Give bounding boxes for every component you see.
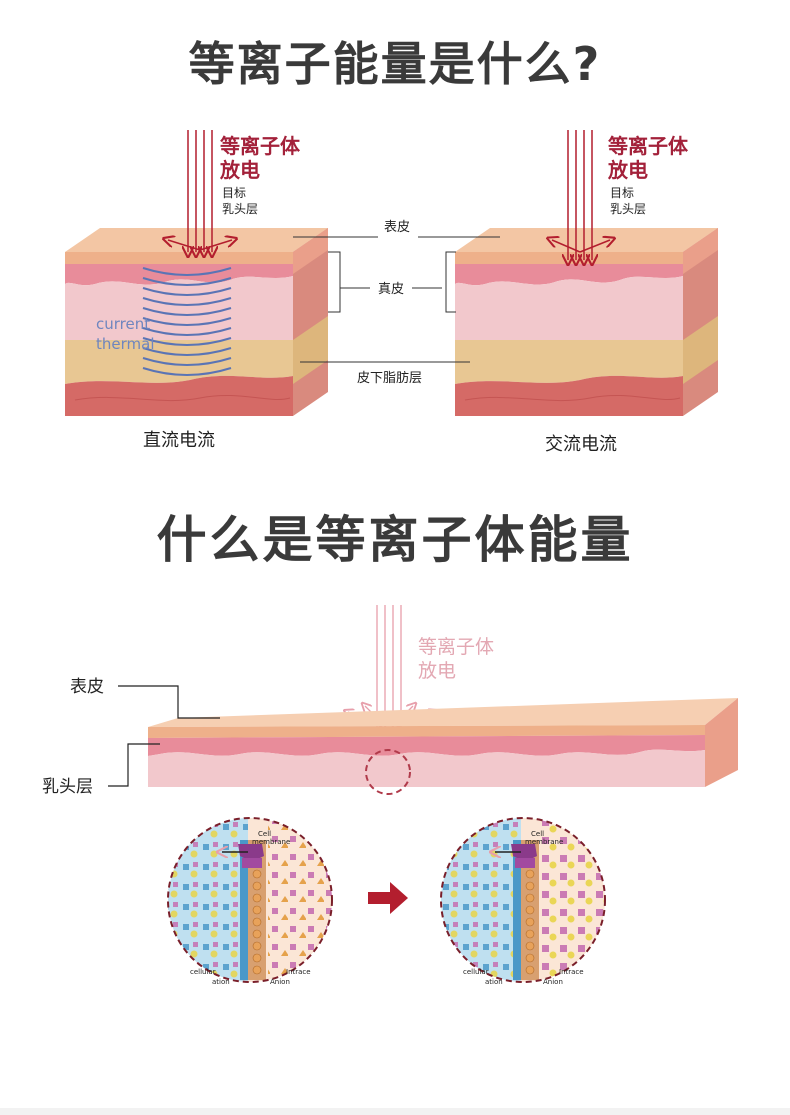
extracellular-label: cellular — [190, 968, 216, 976]
caption-ac: 交流电流 — [545, 434, 617, 455]
top-diagram: current thermal 等离子体 放电 目标 乳头层 等离子体 放电 目… — [65, 130, 718, 455]
anion-label: Anion — [270, 978, 290, 986]
page-title-top: 等离子能量是什么? — [188, 37, 602, 91]
label-epidermis: 表皮 — [384, 220, 410, 235]
target-label-right-2: 乳头层 — [610, 202, 646, 216]
cell-membrane-label-1: Cell — [258, 830, 271, 838]
anion-label-r: Anion — [543, 978, 563, 986]
plasma-label-right-1: 等离子体 — [608, 134, 689, 158]
current-label: current — [96, 315, 150, 333]
footer-divider — [0, 1108, 790, 1115]
transition-arrow — [368, 882, 408, 914]
plasma-label-bottom-2: 放电 — [418, 660, 456, 682]
cation-label-r: ation — [485, 978, 503, 986]
cell-membrane-label-2: membrane — [252, 838, 290, 846]
extracellular-label-r: cellular — [463, 968, 489, 976]
intracellular-label: Intrace — [286, 968, 311, 976]
current-thermal-arcs — [142, 267, 232, 376]
target-label-right-1: 目标 — [610, 186, 634, 200]
thermal-label: thermal — [96, 335, 155, 353]
plasma-label-left-1: 等离子体 — [220, 134, 301, 158]
target-label-left-1: 目标 — [222, 186, 246, 200]
page-title-middle: 什么是等离子体能量 — [156, 511, 634, 569]
label-subcutaneous: 皮下脂肪层 — [357, 370, 422, 386]
skin-block-ac — [455, 228, 718, 416]
plasma-arrows-right — [552, 130, 610, 260]
target-label-left-2: 乳头层 — [222, 202, 258, 216]
caption-dc: 直流电流 — [143, 430, 215, 451]
cell-zoom-after: Cell membrane cellular Intrace ation Ani… — [440, 817, 606, 986]
cell-membrane-label-r2: membrane — [525, 838, 563, 846]
skin-slab — [148, 698, 738, 787]
plasma-label-left-2: 放电 — [219, 158, 260, 182]
label-epidermis-bottom: 表皮 — [70, 677, 104, 697]
slab-leader-lines — [108, 685, 220, 787]
skin-block-dc — [65, 228, 328, 416]
label-dermis: 真皮 — [378, 282, 404, 297]
cation-label: ation — [212, 978, 230, 986]
intracellular-label-r: Intrace — [559, 968, 584, 976]
plasma-arrows-left — [168, 130, 232, 252]
target-ring — [365, 749, 411, 795]
layer-leader-lines — [293, 236, 500, 363]
cell-membrane-label-r1: Cell — [531, 830, 544, 838]
cell-zoom-before: Cell membrane cellular Intrace ation Ani… — [167, 817, 333, 986]
plasma-label-right-2: 放电 — [607, 158, 648, 182]
label-papillary-bottom: 乳头层 — [42, 777, 93, 797]
bottom-diagram: 等离子体 放电 表皮 乳头层 — [42, 605, 738, 986]
plasma-label-bottom-1: 等离子体 — [418, 636, 494, 658]
